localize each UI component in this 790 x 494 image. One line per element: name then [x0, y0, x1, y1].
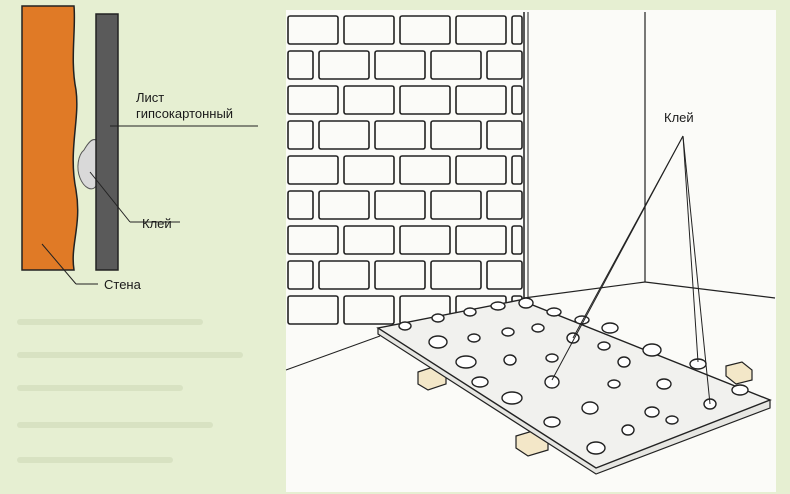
- glue-dot: [731, 384, 749, 396]
- glue-dot: [467, 333, 481, 343]
- cross-section: Лист гипсокартонный Клей Стена: [21, 5, 258, 292]
- glue-dot: [656, 378, 672, 390]
- brick: [343, 225, 395, 255]
- brick: [374, 260, 426, 290]
- brick: [430, 260, 482, 290]
- brick: [430, 190, 482, 220]
- brick-wall: [287, 15, 523, 340]
- glue-dot: [501, 391, 523, 405]
- sheet-label-line2: гипсокартонный: [136, 106, 233, 121]
- glue-blob: [77, 139, 97, 190]
- brick: [287, 85, 339, 115]
- brick: [318, 50, 370, 80]
- glue-dot: [597, 341, 611, 351]
- brick: [343, 155, 395, 185]
- brick: [343, 85, 395, 115]
- brick: [486, 190, 523, 220]
- glue-dot: [428, 335, 448, 349]
- brick: [287, 50, 314, 80]
- brick: [511, 155, 523, 185]
- brick: [486, 50, 523, 80]
- brick: [287, 120, 314, 150]
- glue-dot: [431, 313, 445, 323]
- drywall-panel: [376, 297, 772, 475]
- brick: [486, 120, 523, 150]
- glue-dot: [574, 315, 590, 325]
- brick: [374, 50, 426, 80]
- brick: [430, 120, 482, 150]
- glue-dot: [607, 379, 621, 389]
- glue-dot: [644, 406, 660, 418]
- brick: [455, 155, 507, 185]
- glue-dot: [531, 323, 545, 333]
- brick: [511, 15, 523, 45]
- glue-dot: [545, 353, 559, 363]
- glue-dot: [455, 355, 477, 369]
- glue-dot: [471, 376, 489, 388]
- brick: [511, 85, 523, 115]
- brick: [287, 15, 339, 45]
- brick: [399, 85, 451, 115]
- brick: [287, 155, 339, 185]
- drywall-sheet: [95, 13, 119, 271]
- glue-dot: [544, 375, 560, 389]
- brick: [399, 15, 451, 45]
- brick: [287, 260, 314, 290]
- glue-dot: [518, 297, 534, 309]
- brick: [511, 225, 523, 255]
- faded-background-marks: [17, 319, 243, 463]
- glue-dot: [601, 322, 619, 334]
- brick: [287, 190, 314, 220]
- glue-dot: [581, 401, 599, 415]
- glue-dot: [490, 301, 506, 311]
- brick: [318, 120, 370, 150]
- glue-dot: [398, 321, 412, 331]
- room-illustration: Клей: [285, 10, 776, 492]
- glue-dot: [617, 356, 631, 368]
- brick: [318, 260, 370, 290]
- glue-dot: [543, 416, 561, 428]
- brick: [343, 295, 395, 325]
- glue-dot: [586, 441, 606, 455]
- brick: [287, 295, 339, 325]
- glue-dot: [463, 307, 477, 317]
- glue-dot: [665, 415, 679, 425]
- glue-dot: [546, 307, 562, 317]
- brick: [455, 15, 507, 45]
- brick: [374, 120, 426, 150]
- brick: [455, 85, 507, 115]
- brick: [486, 260, 523, 290]
- support-block: [725, 361, 753, 385]
- glue-dot: [501, 327, 515, 337]
- sheet-label-line1: Лист: [136, 90, 164, 105]
- glue-dot: [621, 424, 635, 436]
- glue-label-left: Клей: [142, 216, 172, 231]
- glue-dot: [642, 343, 662, 357]
- wall-label: Стена: [104, 277, 142, 292]
- glue-dots: [398, 297, 749, 455]
- glue-dot: [503, 354, 517, 366]
- brick: [455, 225, 507, 255]
- brick: [343, 15, 395, 45]
- brick: [399, 155, 451, 185]
- brick: [287, 225, 339, 255]
- brick: [374, 190, 426, 220]
- glue-label-right: Клей: [664, 110, 694, 125]
- wall-section: [21, 5, 79, 271]
- brick: [430, 50, 482, 80]
- brick: [399, 225, 451, 255]
- brick: [318, 190, 370, 220]
